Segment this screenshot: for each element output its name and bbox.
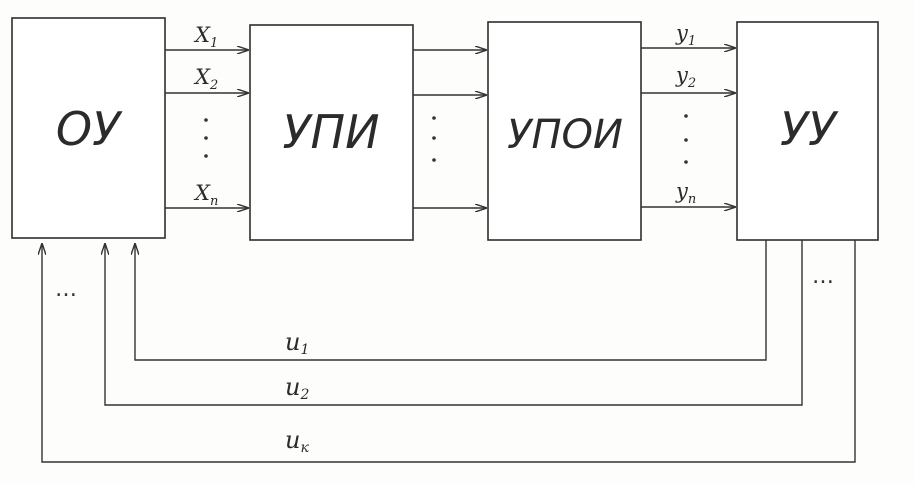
block-uu-label: УУ — [780, 102, 839, 156]
label-u1: u1 — [285, 328, 309, 358]
block-upoi — [487, 21, 642, 241]
ellipsis-left: … — [55, 277, 79, 302]
label-xn: Xn — [193, 181, 218, 209]
label-u2: u2 — [285, 373, 309, 403]
block-ou-label: ОУ — [56, 102, 123, 156]
dot — [204, 136, 208, 140]
dot — [432, 158, 436, 162]
control-line-u1 — [135, 240, 767, 361]
label-x1: X1 — [193, 23, 218, 51]
control-line-uk — [42, 240, 856, 463]
block-ou — [11, 17, 166, 239]
dot — [684, 160, 688, 164]
block-upi — [249, 24, 414, 241]
label-x2: X2 — [193, 65, 218, 93]
block-upoi-label: УПОИ — [507, 112, 623, 158]
dot — [432, 116, 436, 120]
label-y2: y2 — [675, 63, 696, 91]
label-y1: y1 — [675, 21, 696, 49]
label-yn: yn — [675, 179, 696, 207]
dot — [684, 138, 688, 142]
ellipsis-right: … — [812, 264, 836, 289]
dot — [204, 154, 208, 158]
block-upi-label: УПИ — [282, 105, 379, 159]
block-uu — [736, 21, 879, 241]
control-line-u2 — [105, 240, 803, 406]
dot — [684, 114, 688, 118]
label-uk: uк — [285, 426, 309, 456]
dot — [204, 118, 208, 122]
dot — [432, 136, 436, 140]
